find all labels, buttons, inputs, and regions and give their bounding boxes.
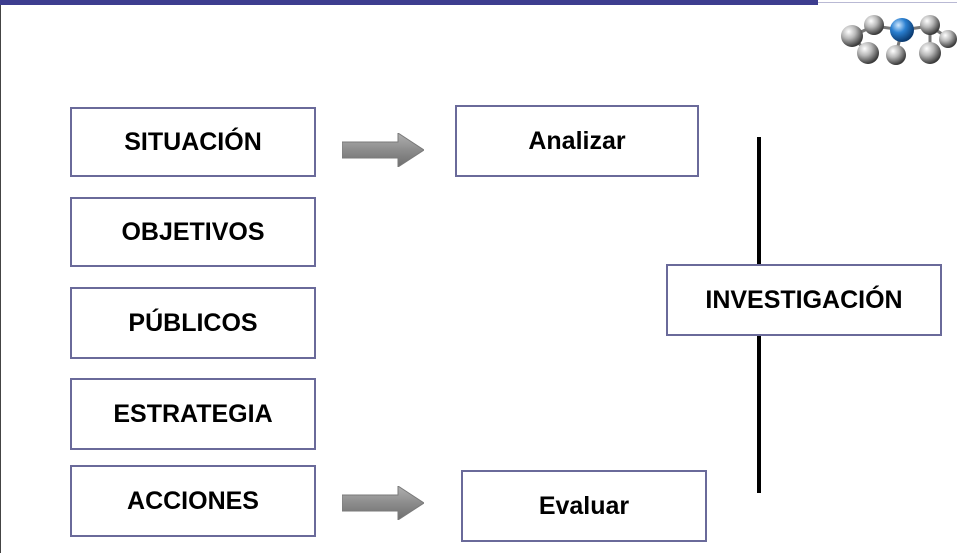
step-acciones-label: ACCIONES <box>127 486 259 515</box>
connector-line-top <box>757 137 761 264</box>
step-objetivos-box: OBJETIVOS <box>70 197 316 267</box>
investigacion-label: INVESTIGACIÓN <box>705 285 903 314</box>
step-estrategia-label: ESTRATEGIA <box>113 399 273 428</box>
header-bar <box>0 0 818 5</box>
step-publicos-box: PÚBLICOS <box>70 287 316 359</box>
header-bar-tail <box>818 2 957 3</box>
analizar-box: Analizar <box>455 105 699 177</box>
molecule-spheres-icon <box>841 15 957 65</box>
step-publicos-label: PÚBLICOS <box>128 308 258 337</box>
right-arrow-icon <box>342 133 424 167</box>
step-objetivos-label: OBJETIVOS <box>121 217 265 246</box>
step-estrategia-box: ESTRATEGIA <box>70 378 316 450</box>
step-situacion-label: SITUACIÓN <box>124 127 262 156</box>
analizar-label: Analizar <box>528 126 626 155</box>
connector-line-bottom <box>757 336 761 493</box>
step-situacion-box: SITUACIÓN <box>70 107 316 177</box>
investigacion-box: INVESTIGACIÓN <box>666 264 942 336</box>
slide-frame-edge <box>0 5 1 553</box>
step-acciones-box: ACCIONES <box>70 465 316 537</box>
evaluar-label: Evaluar <box>538 491 630 520</box>
right-arrow-icon <box>342 486 424 520</box>
evaluar-box: Evaluar <box>461 470 707 542</box>
